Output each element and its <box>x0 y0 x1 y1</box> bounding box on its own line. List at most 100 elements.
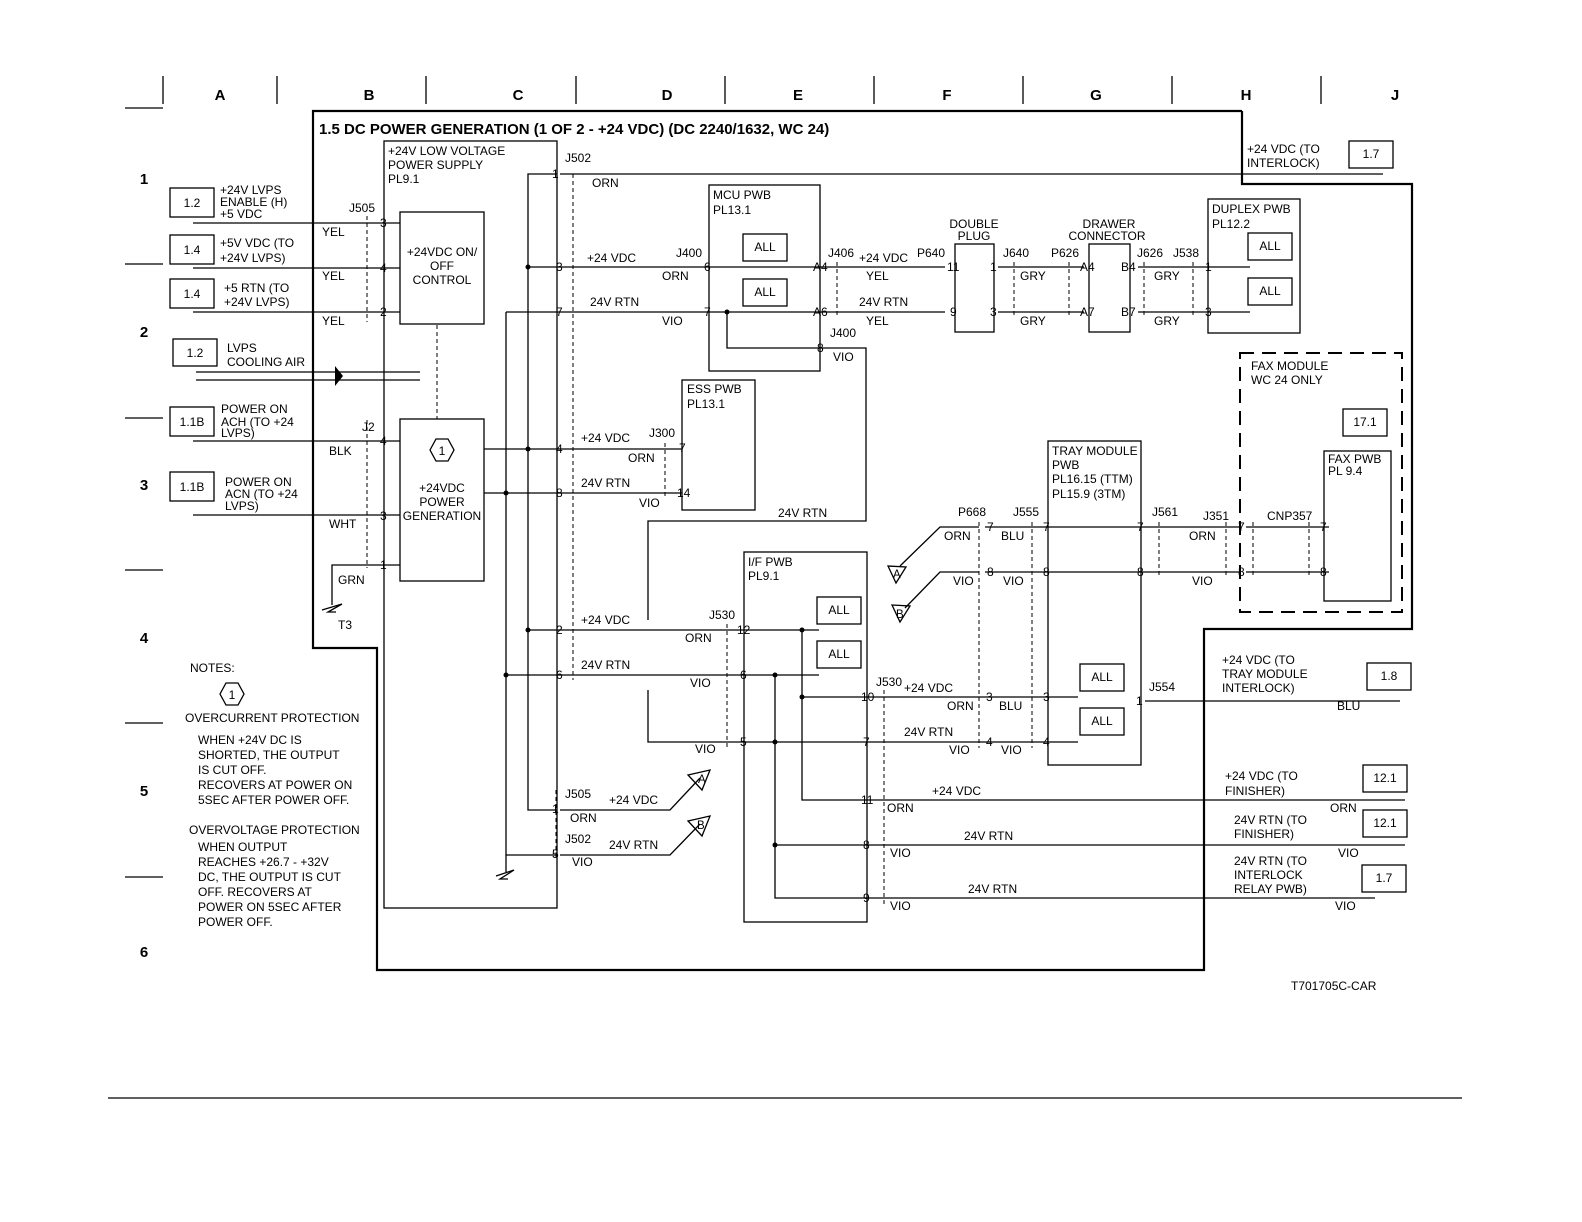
ref-number: 1.7 <box>1363 147 1380 161</box>
all-tag <box>742 233 788 262</box>
note-heading: OVERCURRENT PROTECTION <box>185 711 359 725</box>
ref-number: 12.1 <box>1373 771 1397 785</box>
wire-color: VIO <box>1335 899 1356 913</box>
board-label: FAX MODULE <box>1251 359 1328 373</box>
wire-color: BLU <box>1001 529 1024 543</box>
wire-color: VIO <box>833 350 854 364</box>
wire-color: VIO <box>949 743 970 757</box>
wire-color: VIO <box>890 899 911 913</box>
notes: NOTES: 1 OVERCURRENT PROTECTION WHEN +24… <box>185 661 360 929</box>
wire-color: VIO <box>1192 574 1213 588</box>
signal-label: ENABLE (H) <box>220 195 287 209</box>
all-tag <box>1079 663 1125 692</box>
pin-number: 1 <box>1136 694 1143 708</box>
pin-number: B4 <box>1121 260 1136 274</box>
pin-number: B7 <box>1121 305 1136 319</box>
note-text: RECOVERS AT POWER ON <box>198 778 352 792</box>
pin-number: 2 <box>380 305 387 319</box>
board-label: FAX PWB <box>1328 452 1381 466</box>
fax-wiring: J561 J351 ORN VIO 7 8 CNP357 7 8 <box>1145 505 1329 588</box>
connector-label: P668 <box>958 505 986 519</box>
wire-label: +24 VDC <box>609 793 658 807</box>
signal-label: +5V VDC (TO <box>220 236 294 250</box>
diagram-title: 1.5 DC POWER GENERATION (1 OF 2 - +24 VD… <box>319 121 829 138</box>
wire-color: BLU <box>999 699 1022 713</box>
pin-number: A4 <box>1080 260 1095 274</box>
signal-label: INTERLOCK <box>1234 868 1303 882</box>
generation-label: +24VDC <box>419 481 465 495</box>
connector-label: J502 <box>565 151 591 165</box>
board-label: DRAWER <box>1083 217 1136 231</box>
connector-label: J530 <box>709 608 735 622</box>
flag-letter: B <box>896 609 904 621</box>
lvps-block <box>383 140 558 909</box>
connector-label: J555 <box>1013 505 1039 519</box>
lower-wiring: +24 VDC ORN 24V RTN VIO +24 VDC ORN 24V … <box>887 522 1050 913</box>
signal-label: POWER ON <box>221 402 288 416</box>
all-tag <box>1079 707 1125 736</box>
hex-note-number: 1 <box>439 444 446 458</box>
pin-number: 11 <box>947 260 960 274</box>
wire-color: VIO <box>690 676 711 690</box>
connector-label: CNP357 <box>1267 509 1313 523</box>
ref-box <box>169 471 215 502</box>
board-label: DUPLEX PWB <box>1212 202 1291 216</box>
ref-box <box>1342 408 1388 437</box>
signal-label: LVPS <box>227 341 257 355</box>
grid-row-labels: 1 2 3 4 5 6 <box>140 171 149 961</box>
signal-label: FINISHER) <box>1234 827 1294 841</box>
pin-number: 6 <box>704 260 711 274</box>
connector-label: P626 <box>1051 246 1079 260</box>
board-label: WC 24 ONLY <box>1251 373 1323 387</box>
ref-number: 1.2 <box>187 346 204 360</box>
col-label: H <box>1241 87 1252 104</box>
note-text: SHORTED, THE OUTPUT <box>198 748 340 762</box>
ref-number: 1.2 <box>184 196 201 210</box>
connector-label: J626 <box>1137 246 1163 260</box>
hexagon-note-icon <box>219 682 245 706</box>
wire-label: 24V RTN <box>581 658 630 672</box>
ref-box <box>1361 864 1407 893</box>
airflow-arrow-icon <box>335 366 343 386</box>
col-label: F <box>942 87 951 104</box>
note-text: REACHES +26.7 - +32V <box>198 855 329 869</box>
ref-number: 1.1B <box>180 415 205 429</box>
board-label: CONNECTOR <box>1068 229 1145 243</box>
wire-color: VIO <box>639 496 660 510</box>
flag-b-icon <box>890 604 912 624</box>
wire-label: +24 VDC <box>587 251 636 265</box>
wire-color: ORN <box>944 529 971 543</box>
connector-label: J400 <box>676 246 702 260</box>
board-label: PL16.15 (TTM) <box>1052 472 1133 486</box>
connector-label: J505 <box>349 201 375 215</box>
all-tag <box>742 278 788 307</box>
ref-box <box>1366 662 1412 691</box>
wire-color: ORN <box>570 811 597 825</box>
wire-color: GRY <box>1154 314 1180 328</box>
flag-letter: A <box>893 569 901 581</box>
wire-label: +24 VDC <box>904 681 953 695</box>
ref-box <box>1362 764 1408 793</box>
pin-number: 10 <box>861 690 875 704</box>
all-tag-text: ALL <box>754 240 776 254</box>
wire-color: BLK <box>329 444 352 458</box>
signal-label: LVPS) <box>225 499 259 513</box>
wire-color: VIO <box>953 574 974 588</box>
wire-color: VIO <box>1003 574 1024 588</box>
pin-number: A6 <box>813 305 828 319</box>
tray-module-pwb: TRAY MODULE PWB PL16.15 (TTM) PL15.9 (3T… <box>1047 440 1400 766</box>
wire-color: YEL <box>322 314 345 328</box>
wire-color: YEL <box>866 269 889 283</box>
signal-label: INTERLOCK) <box>1247 156 1320 170</box>
diagram-outline <box>311 109 1414 972</box>
wire-label: 24V RTN <box>609 838 658 852</box>
control-block <box>399 211 485 325</box>
note-text: POWER ON 5SEC AFTER <box>198 900 342 914</box>
connector-label: J2 <box>362 420 375 434</box>
all-tag-text: ALL <box>828 647 850 661</box>
generation-block <box>399 418 485 582</box>
signal-label: +5 VDC <box>220 207 263 221</box>
row-label: 4 <box>140 630 149 647</box>
lvps-label: POWER SUPPLY <box>388 158 483 172</box>
connector-label: J530 <box>876 675 902 689</box>
